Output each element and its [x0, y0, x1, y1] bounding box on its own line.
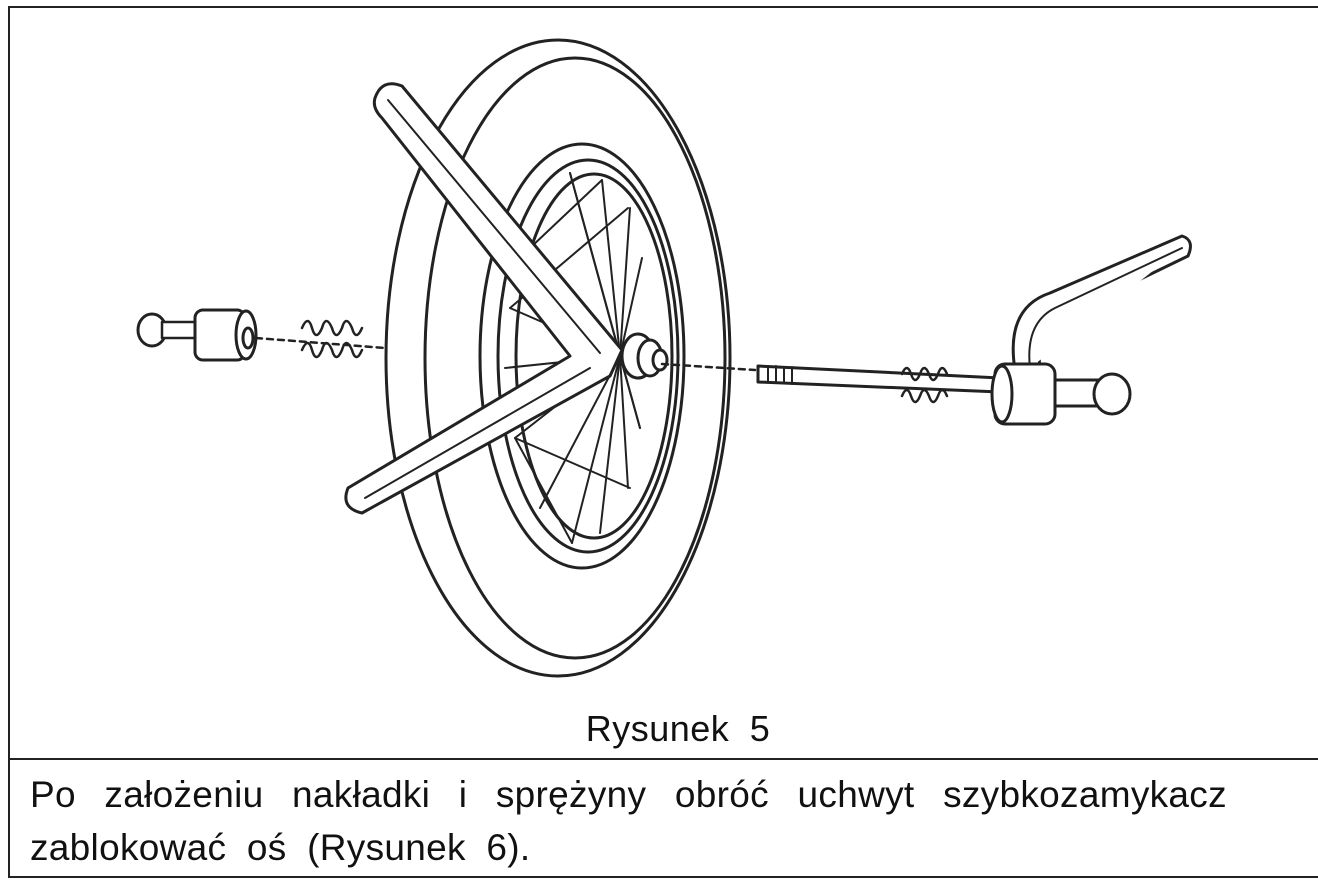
fork: [344, 82, 624, 515]
instruction-line-2: zablokować oś (Rysunek 6).: [30, 827, 531, 868]
figure-cell: Rysunek 5: [10, 8, 1318, 760]
right-spring: [900, 366, 949, 404]
document-frame: Rysunek 5 Po założeniu nakładki i spręży…: [8, 6, 1318, 878]
left-axis-dashed-line: [254, 336, 387, 350]
right-axis-dashed-line: [660, 362, 757, 372]
left-spring: [300, 319, 364, 359]
wheel-rim: [478, 142, 686, 570]
figure-caption: Rysunek 5: [585, 708, 771, 749]
wheel-assembly-illustration: [136, 38, 1192, 678]
hub-nut: [620, 332, 669, 380]
left-end-cap: [136, 308, 258, 362]
quick-release-axle: [756, 364, 1002, 394]
quick-release-lever: [990, 234, 1192, 426]
instruction-line-1: Po założeniu nakładki i sprężyny obróć u…: [30, 774, 1227, 815]
instruction-cell: Po założeniu nakładki i sprężyny obróć u…: [10, 760, 1318, 878]
